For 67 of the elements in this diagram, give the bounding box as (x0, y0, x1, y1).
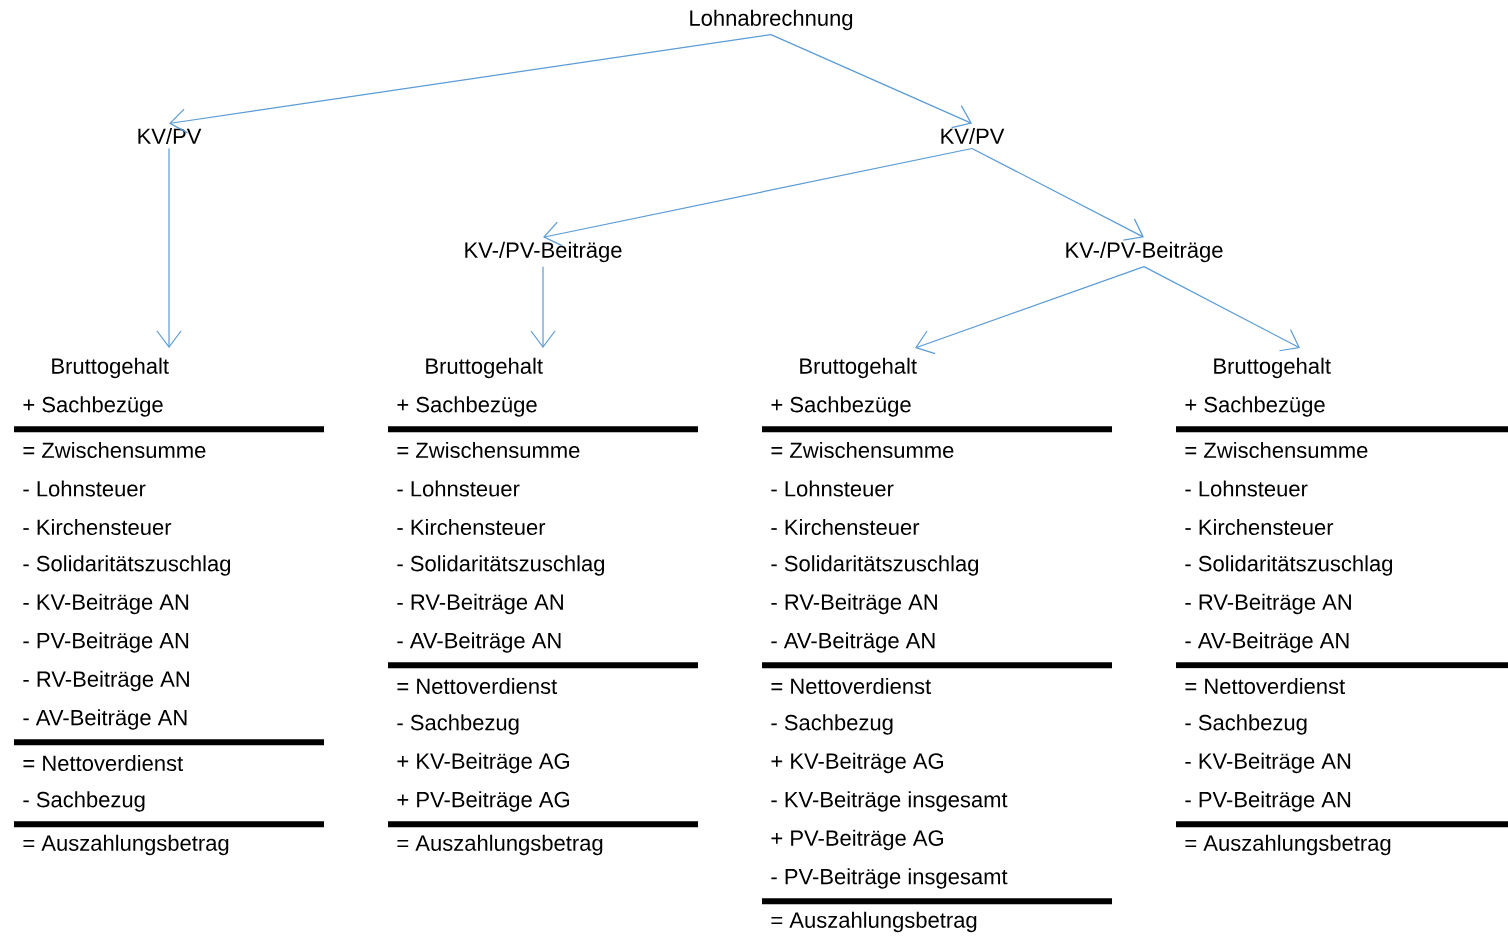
calculation-line: - PV-Beiträge AN (1185, 791, 1351, 812)
arrow (530, 266, 556, 348)
calculation-line: + Sachbezüge (771, 396, 911, 417)
tree-label: Lohnabrechnung (690, 9, 853, 31)
calculation-line: - AV-Beiträge AN (397, 632, 561, 653)
calculation-line: = Zwischensumme (771, 441, 954, 459)
calculation-line: = Nettoverdienst (1185, 677, 1346, 695)
calculation-line: - Lohnsteuer (397, 480, 520, 497)
calculation-line: = Auszahlungsbetrag (23, 834, 229, 856)
calculation-line: - Kirchensteuer (397, 518, 546, 536)
calculation-line: - Sachbezug (397, 714, 519, 735)
calculation-line: - AV-Beiträge AN (771, 632, 935, 653)
calculation-line: + PV-Beiträge AG (397, 791, 569, 812)
calculation-line: - Lohnsteuer (771, 480, 894, 497)
arrow (915, 266, 1145, 355)
calculation-line: = Zwischensumme (1185, 441, 1368, 459)
calculation-line: Bruttogehalt (1214, 357, 1331, 379)
tree-label: KV/PV (138, 127, 202, 145)
calculation-line: = Zwischensumme (23, 441, 206, 459)
calculation-line: + Sachbezüge (1185, 396, 1325, 417)
arrow (169, 34, 772, 134)
calculation-line: - Kirchensteuer (1185, 518, 1334, 536)
calculation-line: - Lohnsteuer (23, 480, 146, 497)
calculation-line: - Solidaritätszuschlag (397, 555, 605, 576)
calculation-line: - PV-Beiträge insgesamt (771, 868, 1008, 889)
calculation-line: - KV-Beiträge insgesamt (771, 791, 1008, 812)
calculation-line: - RV-Beiträge AN (397, 593, 563, 615)
calculation-line: - RV-Beiträge AN (1185, 593, 1351, 615)
calculation-line: Bruttogehalt (52, 357, 169, 379)
arrow (770, 34, 972, 129)
calculation-line: = Nettoverdienst (397, 677, 558, 695)
calculation-line: = Auszahlungsbetrag (1185, 834, 1391, 856)
arrow (156, 147, 182, 348)
tree-label: KV-/PV-Beiträge (465, 241, 622, 263)
arrow (543, 147, 973, 247)
calculation-line: + PV-Beiträge AG (771, 829, 943, 851)
arrow (971, 147, 1144, 241)
calculation-line: - Sachbezug (1185, 714, 1307, 735)
calculation-line: - Solidaritätszuschlag (23, 555, 231, 576)
calculation-line: = Auszahlungsbetrag (771, 911, 977, 933)
calculation-line: Bruttogehalt (426, 357, 543, 379)
calculation-line: = Nettoverdienst (771, 677, 932, 695)
calculation-line: - Solidaritätszuschlag (1185, 555, 1393, 576)
calculation-line: = Auszahlungsbetrag (397, 834, 603, 856)
calculation-line: - RV-Beiträge AN (771, 593, 937, 615)
calculation-line: - Kirchensteuer (23, 518, 172, 536)
calculation-line: - Solidaritätszuschlag (771, 555, 979, 576)
calculation-line: - AV-Beiträge AN (23, 709, 187, 730)
calculation-line: - PV-Beiträge AN (23, 632, 189, 653)
calculation-line: + Sachbezüge (397, 396, 537, 417)
calculation-line: - Sachbezug (771, 714, 893, 735)
calculation-line: = Nettoverdienst (23, 754, 184, 772)
calculation-line: Bruttogehalt (800, 357, 917, 379)
calculation-line: - Kirchensteuer (771, 518, 920, 536)
calculation-line: - RV-Beiträge AN (23, 670, 189, 692)
calculation-line: = Zwischensumme (397, 441, 580, 459)
calculation-line: - Lohnsteuer (1185, 480, 1308, 497)
calculation-line: + KV-Beiträge AG (397, 752, 569, 774)
arrow (1143, 266, 1300, 352)
calculation-line: + Sachbezüge (23, 396, 163, 417)
tree-label: KV-/PV-Beiträge (1066, 241, 1223, 263)
calculation-line: - AV-Beiträge AN (1185, 632, 1349, 653)
calculation-line: + KV-Beiträge AG (771, 752, 943, 774)
tree-label: KV/PV (941, 127, 1005, 145)
calculation-line: - Sachbezug (23, 791, 145, 812)
calculation-line: - KV-Beiträge AN (1185, 752, 1351, 774)
calculation-line: - KV-Beiträge AN (23, 593, 189, 615)
